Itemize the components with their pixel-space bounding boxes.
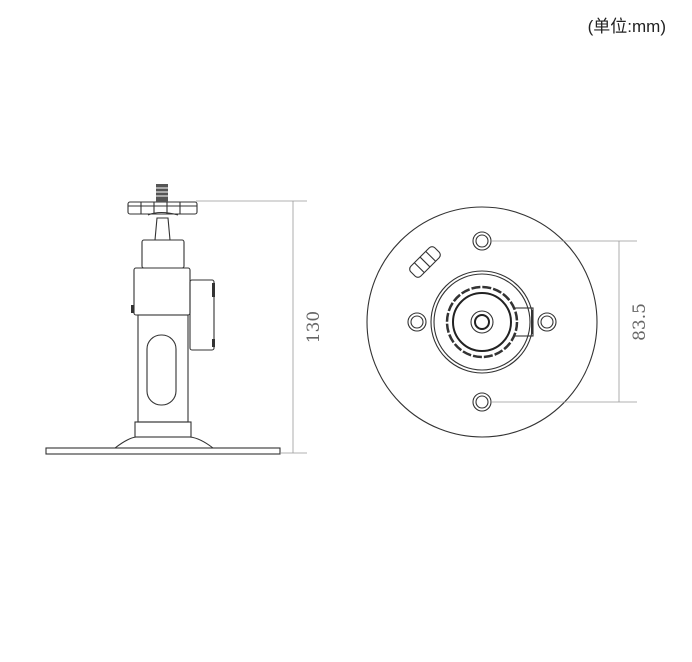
mount-screw	[156, 184, 168, 202]
mounting-hole	[472, 392, 492, 412]
hole-spacing-dimension	[492, 240, 637, 403]
upper-housing	[141, 239, 185, 269]
base-plate	[45, 447, 281, 455]
hole-spacing-label: 83.5	[630, 303, 650, 341]
mounting-hole	[472, 231, 492, 251]
base-outline	[366, 206, 598, 438]
clamp-block	[133, 267, 191, 316]
side-view: 130	[45, 184, 324, 455]
side-knob	[189, 279, 215, 351]
cable-clip	[409, 246, 441, 278]
collar	[134, 421, 192, 438]
unit-label: (单位:mm)	[587, 17, 666, 36]
neck	[154, 217, 171, 241]
base-foot	[114, 436, 214, 449]
height-dimension	[196, 200, 307, 454]
mounting-hole	[537, 312, 557, 332]
top-view: 83.5	[366, 206, 650, 438]
column	[137, 314, 189, 423]
column-slot	[146, 334, 177, 406]
height-dimension-label: 130	[304, 311, 324, 343]
mount-knob-top	[445, 285, 519, 359]
mounting-hole	[407, 312, 427, 332]
